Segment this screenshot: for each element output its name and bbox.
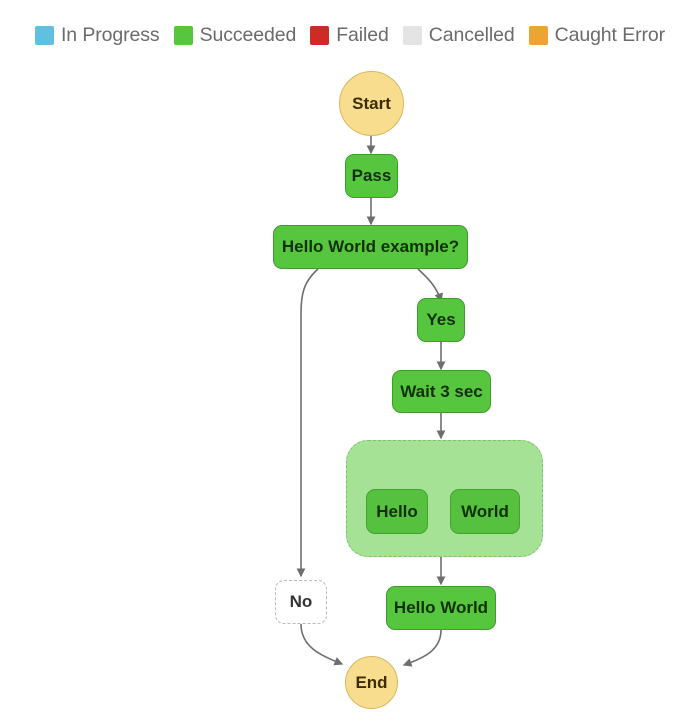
- node-world-label: World: [461, 501, 509, 521]
- legend-label-succeeded: Succeeded: [199, 23, 297, 46]
- node-pass-label: Pass: [351, 166, 392, 185]
- legend-swatch-succeeded: [173, 25, 193, 45]
- edge-no-end: [300, 623, 344, 666]
- legend-label-cancelled: Cancelled: [428, 23, 515, 46]
- node-wait-label: Wait 3 sec: [400, 381, 483, 401]
- legend-swatch-cancelled: [402, 25, 422, 45]
- legend-item-succeeded: Succeeded: [173, 23, 297, 47]
- legend-label-in-progress: In Progress: [60, 23, 160, 46]
- node-no-label: No: [289, 592, 313, 611]
- node-choice-label: Hello World example?: [281, 237, 460, 256]
- legend-label-failed: Failed: [336, 23, 389, 46]
- node-pass[interactable]: Pass: [345, 154, 398, 198]
- node-choice-hello-world-example[interactable]: Hello World example?: [273, 225, 468, 269]
- legend-item-caught-error: Caught Error: [528, 23, 666, 47]
- legend-label-caught-error: Caught Error: [554, 23, 666, 46]
- node-hello-world-label: Hello World: [393, 598, 489, 617]
- node-hello-label: Hello: [376, 501, 418, 521]
- node-yes[interactable]: Yes: [417, 298, 465, 342]
- legend-item-failed: Failed: [310, 24, 389, 47]
- legend-swatch-in-progress: [34, 25, 54, 45]
- edge-helloworld-end: [402, 629, 442, 667]
- edge-choice-yes: [417, 268, 444, 303]
- node-wait-3-sec[interactable]: Wait 3 sec: [392, 370, 491, 413]
- edge-choice-no: [296, 268, 319, 578]
- node-hello-world[interactable]: Hello World: [386, 586, 496, 630]
- status-legend: In Progress Succeeded Failed Cancelled C…: [0, 0, 700, 62]
- node-start-label: Start: [352, 93, 391, 113]
- legend-item-in-progress: In Progress: [34, 23, 160, 47]
- legend-swatch-failed: [310, 25, 330, 45]
- node-end[interactable]: End: [345, 656, 398, 709]
- node-no[interactable]: No: [275, 580, 327, 624]
- legend-item-cancelled: Cancelled: [402, 23, 515, 47]
- node-hello[interactable]: Hello: [366, 489, 428, 534]
- legend-swatch-caught-error: [528, 25, 548, 45]
- node-world[interactable]: World: [450, 489, 520, 534]
- node-yes-label: Yes: [426, 310, 456, 329]
- node-end-label: End: [355, 672, 388, 692]
- node-start[interactable]: Start: [339, 71, 404, 136]
